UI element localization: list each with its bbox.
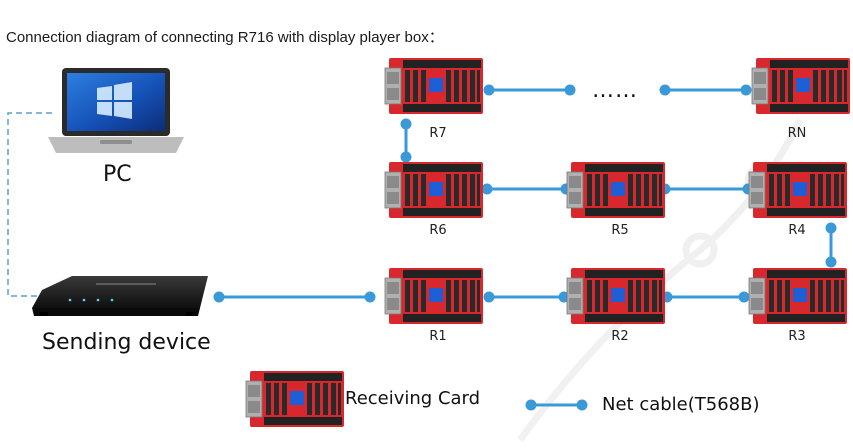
pc-label: PC	[103, 162, 132, 187]
receiving-card-r2	[566, 267, 666, 325]
card-label-r5: R5	[611, 223, 629, 238]
cable-r3-r4	[825, 222, 837, 268]
receiving-card-r3	[748, 267, 848, 325]
receiving-card-r1	[384, 267, 484, 325]
ellipsis: ……	[592, 78, 638, 103]
sending-device-label: Sending device	[42, 330, 211, 355]
card-label-r6: R6	[429, 223, 447, 238]
cable-sender-r1	[213, 291, 376, 303]
receiving-card-r6	[384, 161, 484, 219]
receiving-card-rn	[751, 57, 851, 115]
cable-r6-r7	[400, 118, 412, 163]
card-label-r4: R4	[788, 223, 806, 238]
card-label-r3: R3	[788, 329, 806, 344]
legend-receiving-card-icon	[245, 370, 345, 428]
diagram-title: Connection diagram of connecting R716 wi…	[6, 29, 444, 46]
cable-r7-ellipsis	[483, 84, 576, 96]
dashed-link	[7, 112, 52, 297]
sending-box-icon	[32, 276, 208, 316]
cable-r2-r3	[661, 291, 750, 303]
legend-cable-line	[525, 399, 588, 411]
card-label-r1: R1	[429, 329, 447, 344]
cable-ellipsis-rn	[659, 84, 752, 96]
laptop-icon	[48, 68, 184, 153]
cable-r4-r5	[659, 183, 754, 195]
cable-r5-r6	[481, 183, 572, 195]
legend-net-cable-label: Net cable(T568B)	[602, 394, 760, 415]
receiving-card-r5	[566, 161, 666, 219]
receiving-card-r7	[384, 57, 484, 115]
cable-r1-r2	[483, 291, 570, 303]
card-label-rn: RN	[787, 126, 807, 141]
receiving-card-r4	[748, 161, 848, 219]
cable-group	[213, 84, 837, 411]
card-label-r7: R7	[429, 126, 447, 141]
card-label-r2: R2	[611, 329, 629, 344]
legend-receiving-card-label: Receiving Card	[345, 388, 481, 409]
